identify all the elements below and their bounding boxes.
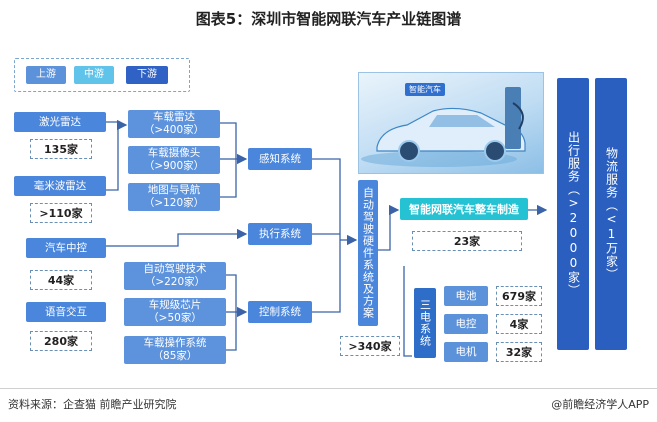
motor-count: 32家 bbox=[496, 342, 542, 362]
lidar-box: 激光雷达 bbox=[14, 112, 106, 132]
car-illustration bbox=[361, 87, 526, 167]
legend bbox=[14, 58, 190, 92]
autodrive-hardware-count: >340家 bbox=[340, 336, 400, 356]
vehicle-os-box: 车载操作系统 （85家） bbox=[124, 336, 226, 364]
map-navigation-box: 地图与导航 （>120家） bbox=[128, 183, 220, 211]
vehicle-camera-box: 车载摄像头 （>900家） bbox=[128, 146, 220, 174]
vehicle-manufacturing-count: 23家 bbox=[412, 231, 522, 251]
autodrive-tech-box: 自动驾驶技术 （>220家） bbox=[124, 262, 226, 290]
footer-divider bbox=[0, 388, 657, 389]
tri-electric-box: 三电系统 bbox=[414, 288, 436, 358]
voice-interaction-count: 280家 bbox=[30, 331, 92, 351]
battery-box: 电池 bbox=[444, 286, 488, 306]
legend-upstream: 上游 bbox=[26, 66, 66, 84]
execution-system-box: 执行系统 bbox=[248, 223, 312, 245]
battery-count: 679家 bbox=[496, 286, 542, 306]
footer-brand: @前瞻经济学人APP bbox=[551, 398, 649, 411]
vehicle-manufacturing-box: 智能网联汽车整车制造 bbox=[400, 198, 528, 220]
electric-control-box: 电控 bbox=[444, 314, 488, 334]
vehicle-radar-box: 车载雷达 （>400家） bbox=[128, 110, 220, 138]
legend-midstream: 中游 bbox=[74, 66, 114, 84]
perception-system-box: 感知系统 bbox=[248, 148, 312, 170]
footer-source: 资料来源：企查猫 前瞻产业研究院 bbox=[8, 398, 177, 411]
mmwave-radar-box: 毫米波雷达 bbox=[14, 176, 106, 196]
motor-box: 电机 bbox=[444, 342, 488, 362]
autodrive-hardware-box: 自动驾驶硬件系统及方案 bbox=[358, 180, 378, 326]
automotive-chip-box: 车规级芯片 （>50家） bbox=[124, 298, 226, 326]
vehicle-control-box: 汽车中控 bbox=[26, 238, 106, 258]
page-title: 图表5：深圳市智能网联汽车产业链图谱 bbox=[195, 10, 462, 28]
smart-car-image: 智能汽车 bbox=[358, 72, 544, 174]
travel-service-box: 出行服务（>2000家） bbox=[557, 78, 589, 350]
voice-interaction-box: 语音交互 bbox=[26, 302, 106, 322]
mmwave-radar-count: >110家 bbox=[30, 203, 92, 223]
legend-downstream: 下游 bbox=[126, 66, 168, 84]
vehicle-control-count: 44家 bbox=[30, 270, 92, 290]
electric-control-count: 4家 bbox=[496, 314, 542, 334]
control-system-box: 控制系统 bbox=[248, 301, 312, 323]
logistics-service-box: 物流服务（<1万家） bbox=[595, 78, 627, 350]
image-tag: 智能汽车 bbox=[405, 83, 445, 96]
lidar-count: 135家 bbox=[30, 139, 92, 159]
